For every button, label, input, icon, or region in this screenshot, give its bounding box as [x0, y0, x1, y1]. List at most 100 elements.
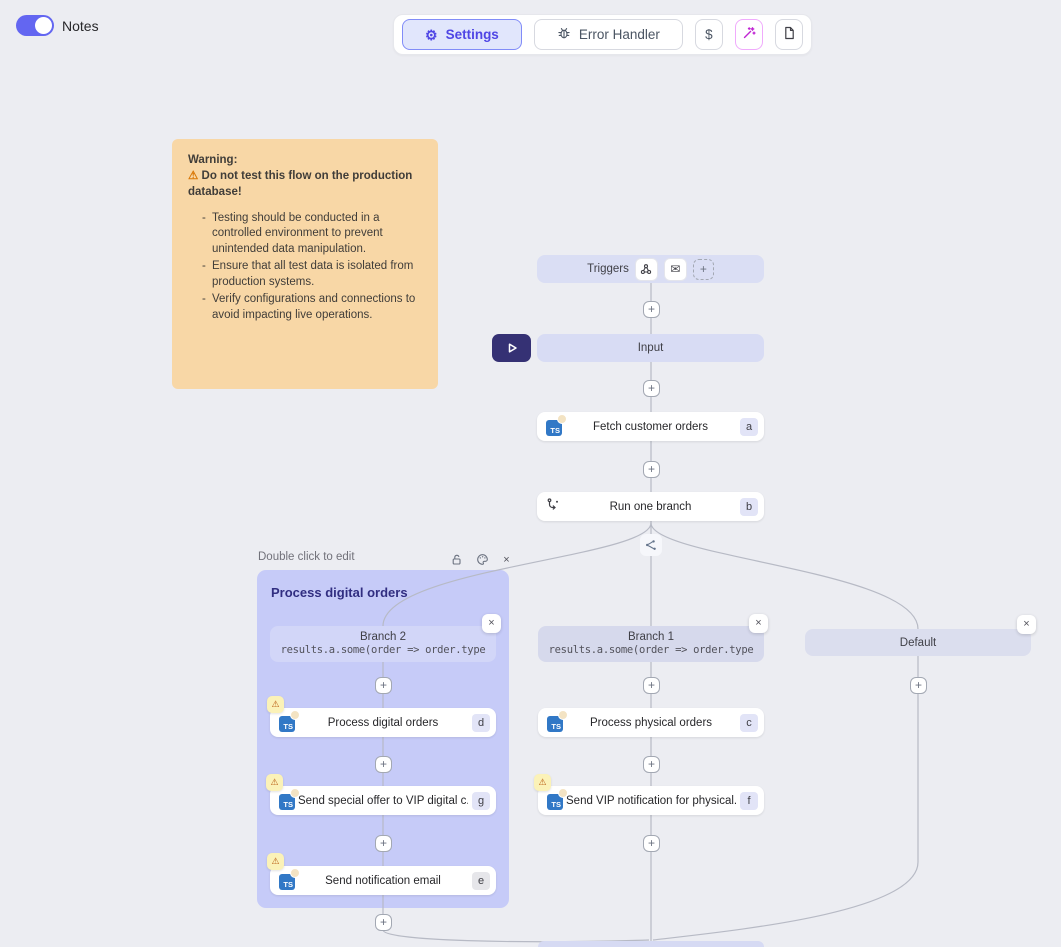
- typescript-icon: TS: [279, 787, 300, 810]
- group-edit-hint: Double click to edit: [258, 551, 355, 563]
- bun-badge-icon: [290, 867, 300, 878]
- dollar-icon: $: [705, 27, 713, 42]
- notes-toggle[interactable]: [16, 15, 54, 36]
- triggers-label: Triggers: [587, 263, 629, 275]
- step-id-badge: c: [740, 713, 758, 732]
- error-handler-label: Error Handler: [578, 27, 660, 42]
- input-node-label: Input: [637, 342, 664, 354]
- remove-branch2-button[interactable]: ×: [482, 614, 501, 633]
- branch1-predicate-code: results.a.some(order => order.type: [548, 644, 754, 657]
- remove-default-branch-button[interactable]: ×: [1017, 615, 1036, 634]
- add-step-button[interactable]: +: [910, 677, 927, 694]
- step-node-process-physical-orders[interactable]: TS Process physical orders c: [538, 708, 764, 737]
- branch1-node[interactable]: Branch 1 results.a.some(order => order.t…: [538, 626, 764, 662]
- delete-group-button[interactable]: ×: [503, 554, 510, 566]
- branch1-title: Branch 1: [627, 630, 675, 643]
- branch-split-icon: [640, 534, 662, 556]
- step-warning-badge: ⚠: [534, 774, 551, 791]
- document-icon: [782, 26, 796, 43]
- add-step-button[interactable]: +: [643, 380, 660, 397]
- settings-button[interactable]: ⚙ Settings: [402, 19, 522, 50]
- bug-icon: [557, 26, 571, 43]
- typescript-icon: TS: [547, 709, 568, 732]
- bun-badge-icon: [290, 709, 300, 720]
- magic-wand-icon: [742, 26, 756, 43]
- typescript-icon: TS: [547, 787, 568, 810]
- input-node[interactable]: Input: [537, 334, 764, 362]
- step-id-badge: d: [472, 713, 490, 732]
- export-doc-button[interactable]: [774, 19, 803, 50]
- add-step-button[interactable]: +: [375, 835, 392, 852]
- step-node-send-notification-email[interactable]: TS Send notification email e: [270, 866, 496, 895]
- step-id-badge: b: [740, 497, 758, 516]
- add-step-button[interactable]: +: [375, 756, 392, 773]
- triggers-node[interactable]: Triggers ✉ +: [537, 255, 764, 283]
- add-step-button[interactable]: +: [643, 677, 660, 694]
- branch2-node[interactable]: Branch 2 results.a.some(order => order.t…: [270, 626, 496, 662]
- add-step-button[interactable]: +: [375, 677, 392, 694]
- step-label: Run one branch: [609, 500, 692, 513]
- branch2-title: Branch 2: [359, 630, 407, 643]
- step-id-badge: a: [740, 417, 758, 436]
- mail-icon: ✉: [670, 262, 681, 276]
- step-label: Send VIP notification for physical...: [566, 794, 736, 807]
- note-bullet-list: Testing should be conducted in a control…: [188, 211, 422, 324]
- worth-button[interactable]: $: [694, 19, 723, 50]
- bun-badge-icon: [557, 413, 567, 424]
- sticky-note[interactable]: Warning: ⚠ Do not test this flow on the …: [172, 139, 438, 389]
- add-step-button[interactable]: +: [643, 301, 660, 318]
- group-title: Process digital orders: [271, 585, 408, 600]
- typescript-icon: TS: [279, 867, 300, 890]
- step-node-run-one-branch[interactable]: Run one branch b: [537, 492, 764, 521]
- default-branch-node[interactable]: Default: [805, 629, 1031, 656]
- step-warning-badge: ⚠: [266, 774, 283, 791]
- step-node-fetch-customer-orders[interactable]: TS Fetch customer orders a: [537, 412, 764, 441]
- branch2-predicate-code: results.a.some(order => order.type: [280, 644, 486, 657]
- unlock-button[interactable]: [448, 551, 464, 567]
- toggle-knob: [35, 17, 52, 34]
- run-flow-button[interactable]: [492, 334, 531, 362]
- branch-group-box[interactable]: [257, 570, 509, 908]
- webhook-trigger-button[interactable]: [634, 257, 658, 281]
- note-bullet: Ensure that all test data is isolated fr…: [202, 259, 422, 291]
- note-title: Warning:: [188, 154, 238, 166]
- step-label: Process physical orders: [589, 716, 713, 729]
- add-step-button[interactable]: +: [643, 756, 660, 773]
- play-icon: [508, 343, 517, 353]
- step-node-send-special-offer[interactable]: TS Send special offer to VIP digital c..…: [270, 786, 496, 815]
- step-label: Send notification email: [325, 874, 441, 887]
- color-palette-button[interactable]: [474, 551, 490, 567]
- note-bullet: Testing should be conducted in a control…: [202, 211, 422, 259]
- notes-toggle-label: Notes: [62, 18, 99, 34]
- typescript-icon: TS: [279, 709, 300, 732]
- step-node-send-vip-notification[interactable]: TS Send VIP notification for physical...…: [538, 786, 764, 815]
- step-warning-badge: ⚠: [267, 696, 284, 713]
- error-handler-button[interactable]: Error Handler: [533, 19, 683, 50]
- step-id-badge: f: [740, 791, 758, 810]
- step-warning-badge: ⚠: [267, 853, 284, 870]
- typescript-icon: TS: [546, 413, 567, 436]
- add-trigger-button[interactable]: +: [692, 258, 714, 280]
- note-bullet: Verify configurations and connections to…: [202, 292, 422, 324]
- add-step-button[interactable]: +: [643, 835, 660, 852]
- step-node-process-digital-orders[interactable]: TS Process digital orders d: [270, 708, 496, 737]
- settings-button-label: Settings: [445, 27, 499, 42]
- bun-badge-icon: [558, 709, 568, 720]
- flow-toolbar: ⚙ Settings Error Handler $: [393, 14, 812, 55]
- step-id-badge: g: [472, 791, 490, 810]
- email-trigger-button[interactable]: ✉: [663, 257, 687, 281]
- note-alert: ⚠ Do not test this flow on the productio…: [188, 169, 413, 198]
- remove-branch1-button[interactable]: ×: [749, 614, 768, 633]
- step-label: Process digital orders: [327, 716, 439, 729]
- add-step-button[interactable]: +: [375, 914, 392, 931]
- ai-wand-button[interactable]: [734, 19, 763, 50]
- step-label: Fetch customer orders: [592, 420, 709, 433]
- warning-icon: ⚠: [188, 169, 199, 182]
- branch-one-icon: [546, 497, 560, 516]
- next-node-partial[interactable]: [538, 941, 764, 947]
- step-label: Send special offer to VIP digital c...: [298, 794, 468, 807]
- add-step-button[interactable]: +: [643, 461, 660, 478]
- step-id-badge: e: [472, 871, 490, 890]
